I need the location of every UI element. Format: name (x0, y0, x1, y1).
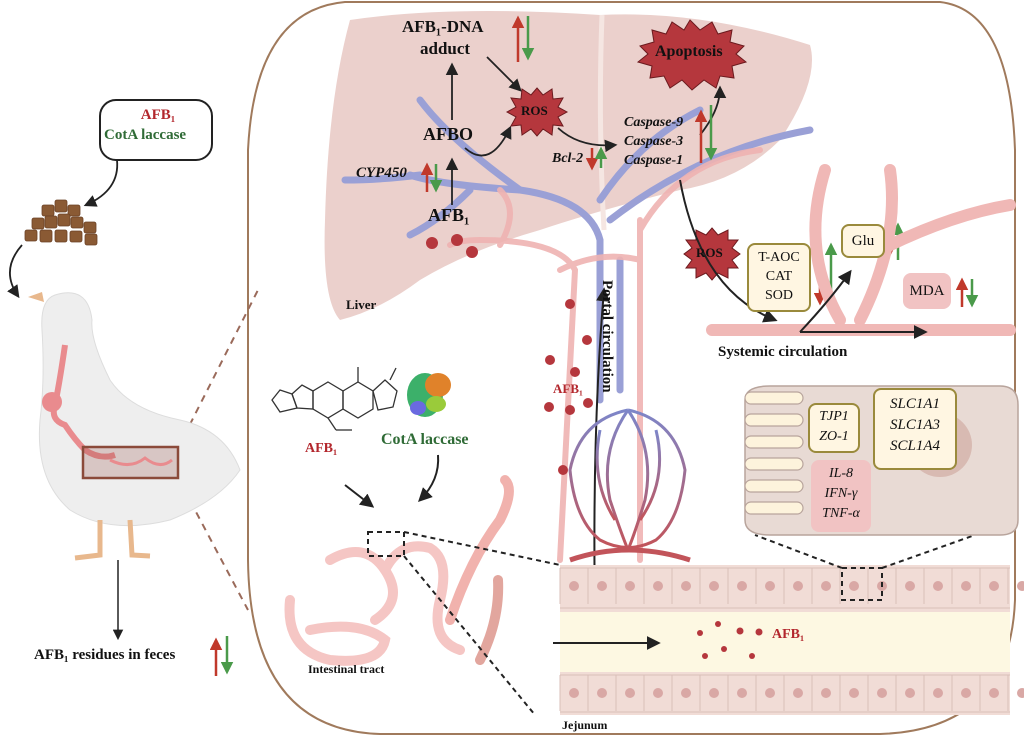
cell-nucleus (821, 688, 831, 698)
feed-pellets (24, 199, 98, 246)
transporter-box: SLC1A1 SLC1A3 SCL1A4 (873, 388, 957, 470)
hepatic-portal-veins (341, 96, 814, 404)
scl1a4-label: SCL1A4 (889, 438, 940, 454)
caspase-9-label: Caspase-9 (624, 115, 684, 130)
tnf-alpha-label: TNF-α (822, 506, 860, 521)
cell-nucleus (597, 581, 607, 591)
cell-nucleus (849, 581, 859, 591)
cell-nucleus (653, 581, 663, 591)
feed-box (99, 99, 213, 161)
liver-pathway-arrows (445, 56, 727, 205)
lumen-afb1-label: AFB₁ (772, 627, 805, 642)
afbo-label: AFBO (423, 124, 474, 144)
cell-nucleus (961, 581, 971, 591)
cota-laccase-protein (407, 373, 451, 417)
cell-nucleus (933, 581, 943, 591)
cell-nucleus (905, 581, 915, 591)
portal-afb1-label: AFB₁ (553, 381, 583, 396)
zoom-line-top (177, 289, 259, 449)
cell-nucleus (681, 581, 691, 591)
tight-junction-box: TJP1 ZO-1 (808, 403, 860, 453)
afb1-structure-label: AFB₁ (305, 441, 338, 456)
jejunum-label: Jejunum (562, 718, 608, 732)
cell-nucleus (961, 688, 971, 698)
afb1-particles-portal (544, 299, 593, 475)
cell-nucleus (877, 688, 887, 698)
feed-afb1-label: AFB₁ (140, 107, 176, 123)
feed-cota-label: CotA laccase (104, 127, 187, 143)
apoptosis-burst (636, 19, 748, 91)
cytokine-box: IL-8 IFN-γ TNF-α (811, 460, 871, 532)
feed-arrow (83, 159, 119, 207)
systemic-circulation-label: Systemic circulation (718, 344, 848, 360)
intestine-zoom-box (367, 531, 405, 557)
caspase-1-label: Caspase-1 (624, 153, 684, 168)
ros-label-liver: ROS (521, 103, 548, 118)
slc1a3-label: SLC1A3 (889, 417, 940, 433)
cyp450-label: CYP450 (356, 165, 407, 181)
slc1a1-label: SLC1A1 (889, 396, 940, 412)
cell-nucleus (1017, 688, 1024, 698)
cell-nucleus (569, 581, 579, 591)
dna-adduct-label-2: adduct (420, 39, 471, 58)
tjp1-label: TJP1 (819, 409, 849, 424)
jejunum-zoom-box (841, 567, 883, 601)
glu-label: Glu (851, 233, 875, 249)
ingest-arrow (7, 244, 23, 299)
sod-label: SOD (764, 288, 793, 303)
cell-nucleus (625, 688, 635, 698)
antioxidant-box: T-AOC CAT SOD (747, 243, 811, 312)
afb1-particles-lumen (697, 621, 763, 659)
dna-adduct-label-1: AFB₁-DNA (402, 17, 484, 36)
systemic-vessels (706, 164, 1016, 336)
intestinal-tract-label: Intestinal tract (308, 662, 385, 676)
cell-nucleus (737, 688, 747, 698)
t-aoc-label: T-AOC (758, 250, 800, 265)
zo1-label: ZO-1 (819, 429, 849, 444)
cell-nucleus (905, 688, 915, 698)
il8-label: IL-8 (828, 466, 854, 481)
afb1-molecule (271, 367, 398, 431)
cell-nucleus (681, 688, 691, 698)
feces-label: AFB₁ residues in feces (34, 647, 176, 663)
mda-label: MDA (909, 283, 945, 299)
ros-label-systemic: ROS (696, 245, 723, 260)
cell-nucleus (1017, 581, 1024, 591)
cell-nucleus (709, 688, 719, 698)
cell-nucleus (849, 688, 859, 698)
caspase-3-label: Caspase-3 (624, 134, 684, 149)
goose-illustration (28, 292, 241, 561)
cell-nucleus (989, 688, 999, 698)
portal-circulation-label: Portal circulation (599, 280, 615, 393)
cell-nucleus (821, 581, 831, 591)
jejunum-section (559, 565, 1024, 715)
cell-nucleus (569, 688, 579, 698)
ifn-gamma-label: IFN-γ (824, 486, 858, 501)
mda-box: MDA (903, 273, 951, 309)
cell-nucleus (793, 688, 803, 698)
bcl2-label: Bcl-2 (552, 151, 584, 166)
cell-nucleus (793, 581, 803, 591)
cell-nucleus (989, 581, 999, 591)
cell-nucleus (709, 581, 719, 591)
cell-nucleus (653, 688, 663, 698)
liver-label: Liver (346, 297, 377, 312)
liver-afb1-label: AFB₁ (428, 205, 470, 225)
detail-frame (247, 1, 1016, 735)
apoptosis-label: Apoptosis (655, 43, 723, 60)
cell-nucleus (737, 581, 747, 591)
cell-nucleus (765, 581, 775, 591)
goose-intestine-box (81, 445, 180, 480)
ros-burst-liver (505, 87, 569, 137)
glu-box: Glu (841, 224, 885, 258)
capillary-bed (568, 395, 691, 563)
cell-nucleus (765, 688, 775, 698)
cota-laccase-label: CotA laccase (381, 431, 469, 448)
cell-nucleus (933, 688, 943, 698)
afb1-particles-liver (426, 234, 478, 258)
cell-nucleus (625, 581, 635, 591)
cat-label: CAT (765, 269, 793, 284)
cell-nucleus (597, 688, 607, 698)
intestinal-tract (284, 475, 514, 666)
